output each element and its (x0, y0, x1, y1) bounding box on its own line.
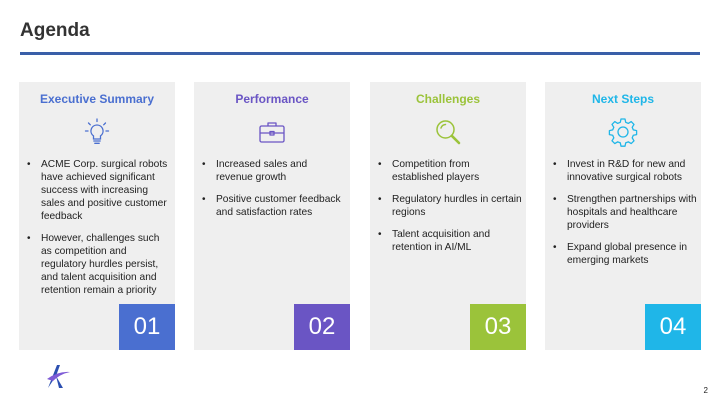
number-badge: 04 (645, 304, 701, 350)
number-badge: 01 (119, 304, 175, 350)
card-executive-summary: Executive Summary ACME Corp. surgical ro… (19, 82, 175, 350)
company-logo (44, 362, 72, 390)
briefcase-icon (256, 116, 288, 148)
number-badge: 02 (294, 304, 350, 350)
card-heading: Performance (235, 92, 309, 106)
lightbulb-icon (81, 116, 113, 148)
slide-title: Agenda (20, 20, 90, 41)
list-item: Invest in R&D for new and innovative sur… (553, 158, 697, 184)
magnifier-icon (432, 116, 464, 148)
list-item: ACME Corp. surgical robots have achieved… (27, 158, 171, 223)
card-performance: Performance Increased sales and revenue … (194, 82, 350, 350)
bullet-list: Competition from established players Reg… (378, 158, 522, 263)
list-item: Talent acquisition and retention in AI/M… (378, 228, 522, 254)
bullet-list: ACME Corp. surgical robots have achieved… (27, 158, 171, 306)
list-item: Competition from established players (378, 158, 522, 184)
card-heading: Next Steps (591, 92, 655, 106)
card-next-steps: Next Steps Invest in R&D for new and inn… (545, 82, 701, 350)
title-divider (20, 52, 700, 55)
card-heading: Challenges (415, 92, 481, 106)
bullet-list: Increased sales and revenue growth Posit… (202, 158, 346, 228)
bullet-list: Invest in R&D for new and innovative sur… (553, 158, 697, 276)
gear-icon (607, 116, 639, 148)
list-item: Regulatory hurdles in certain regions (378, 193, 522, 219)
list-item: However, challenges such as competition … (27, 232, 171, 297)
list-item: Positive customer feedback and satisfact… (202, 193, 346, 219)
page-number: 2 (703, 386, 708, 395)
number-badge: 03 (470, 304, 526, 350)
card-heading: Executive Summary (39, 92, 155, 106)
list-item: Expand global presence in emerging marke… (553, 241, 697, 267)
list-item: Increased sales and revenue growth (202, 158, 346, 184)
list-item: Strengthen partnerships with hospitals a… (553, 193, 697, 232)
card-challenges: Challenges Competition from established … (370, 82, 526, 350)
